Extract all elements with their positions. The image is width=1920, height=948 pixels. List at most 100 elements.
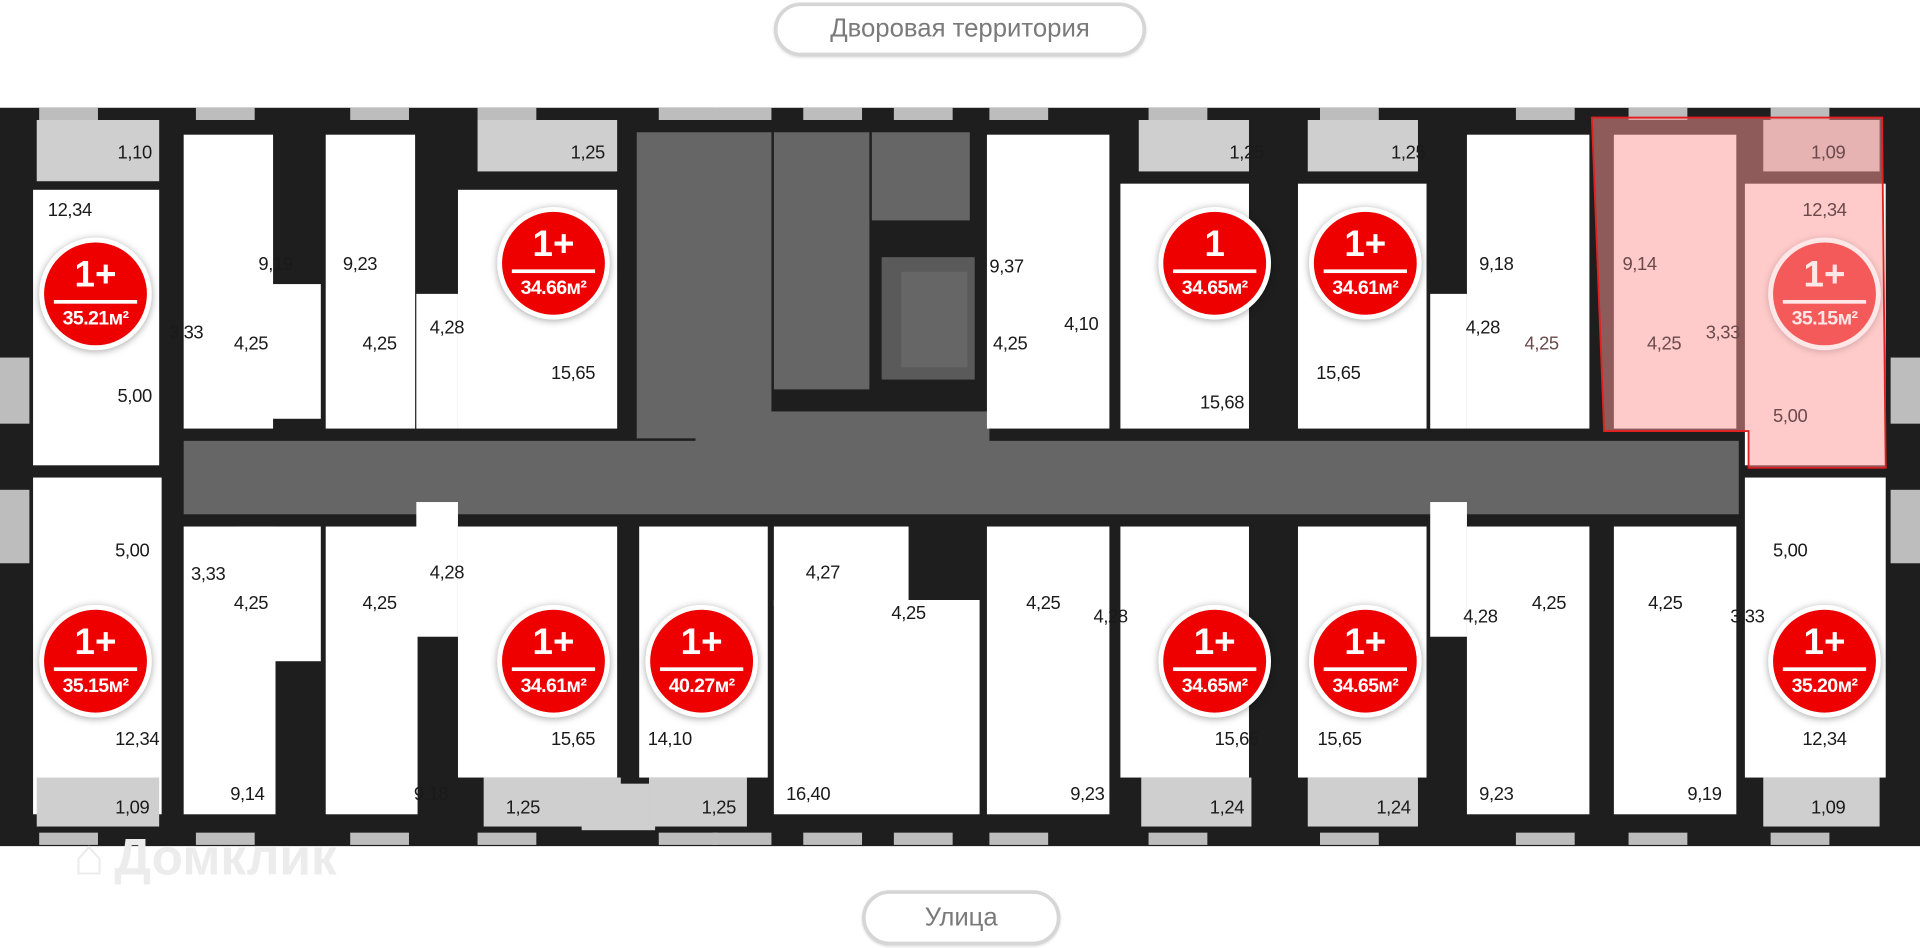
room — [325, 526, 418, 815]
window — [39, 832, 98, 845]
room-area-label: 1,24 — [1209, 797, 1245, 819]
apartment-badge[interactable]: 1+35.15м² — [39, 604, 152, 718]
apartment-badge[interactable]: 1+34.61м² — [497, 604, 610, 718]
window — [477, 107, 537, 121]
room — [1613, 134, 1737, 429]
room-area-label: 4,25 — [891, 603, 926, 624]
apartment-badge[interactable]: 1+34.66м² — [497, 206, 610, 320]
room-area-label: 9,18 — [1479, 254, 1514, 275]
window — [712, 107, 772, 121]
balcony — [1138, 120, 1249, 172]
window — [1320, 832, 1379, 845]
room-area-label: 16,40 — [786, 784, 831, 806]
apartment-type: 1+ — [1803, 254, 1846, 296]
room — [1613, 526, 1737, 815]
window — [350, 107, 409, 121]
apartment-badge[interactable]: 1+34.65м² — [1158, 604, 1272, 718]
window — [658, 832, 718, 845]
apartment-type: 1+ — [680, 622, 723, 663]
badge-divider — [53, 300, 138, 304]
apartment-type: 1+ — [1344, 224, 1387, 265]
window — [712, 832, 772, 845]
window — [350, 832, 409, 845]
apartment-badge[interactable]: 1+40.27м² — [645, 604, 758, 718]
room-area-label: 4,27 — [805, 562, 841, 584]
room-area-label: 1,25 — [1229, 142, 1264, 164]
window — [1770, 832, 1830, 845]
apartment-area: 34.65м² — [1181, 277, 1248, 299]
room-area-label: 9,37 — [989, 256, 1024, 278]
room-area-label: 15,65 — [550, 363, 596, 384]
badge-divider — [53, 667, 138, 672]
room — [1430, 293, 1467, 429]
room-area-label: 3,33 — [168, 322, 204, 344]
room-area-label: 1,25 — [1391, 142, 1426, 164]
window — [1628, 107, 1688, 121]
room-area-label: 5,00 — [115, 540, 150, 562]
apartment-badge[interactable]: 1+ 34.61м² — [1308, 206, 1422, 320]
room-area-label: 1,10 — [117, 142, 153, 164]
balcony — [1141, 777, 1252, 827]
room — [1430, 502, 1467, 637]
room-area-label: 4,25 — [362, 333, 397, 355]
badge-divider — [1173, 667, 1257, 672]
room — [1466, 134, 1590, 429]
room-area-label: 1,25 — [701, 797, 737, 819]
room-area-label: 9,18 — [413, 784, 449, 806]
room-area-label: 4,25 — [1026, 593, 1061, 615]
apartment-area: 35.21м² — [62, 308, 129, 330]
apartment-area: 34.66м² — [520, 277, 587, 299]
room-area-label: 4,25 — [1531, 593, 1567, 615]
room-area-label: 1,09 — [1811, 797, 1846, 819]
watermark: ⌂ Домклик — [73, 828, 336, 887]
room-area-label: 3,33 — [1730, 606, 1765, 628]
room-area-label: 4,28 — [1465, 317, 1501, 339]
room-area-label: 9,23 — [342, 254, 378, 275]
room-area-label: 1,24 — [1376, 797, 1411, 819]
balcony — [581, 783, 656, 831]
room-area-label: 9,19 — [1687, 784, 1722, 806]
room-area-label: 5,00 — [117, 386, 153, 408]
window — [658, 107, 718, 121]
room — [416, 293, 458, 429]
street-label: Улица — [862, 890, 1061, 946]
room — [900, 661, 974, 796]
room-area-label: 12,34 — [47, 200, 93, 222]
window — [195, 832, 255, 845]
apartment-area: 34.65м² — [1181, 675, 1248, 697]
house-logo-icon: ⌂ — [73, 827, 105, 886]
apartment-area: 35.15м² — [1791, 308, 1858, 330]
room-area-label: 9,14 — [1622, 254, 1657, 275]
room-area-label: 9,19 — [258, 254, 293, 275]
room-area-label: 9,23 — [1479, 784, 1514, 806]
room-area-label: 15,65 — [1317, 729, 1363, 751]
apartment-badge[interactable]: 1+34.65м² — [1308, 604, 1422, 718]
badge-divider — [660, 667, 744, 672]
room-area-label: 4,10 — [1064, 314, 1099, 335]
badge-divider — [1323, 269, 1407, 274]
room-area-label: 3,33 — [191, 563, 226, 585]
window — [1770, 107, 1830, 121]
balcony — [1763, 777, 1880, 827]
room — [986, 134, 1110, 429]
room-area-label: 12,34 — [1802, 200, 1847, 222]
room-area-label: 15,68 — [1199, 392, 1245, 414]
window — [477, 832, 537, 845]
room-area-label: 1,09 — [115, 797, 150, 819]
balcony — [1307, 777, 1418, 827]
window — [1148, 832, 1208, 845]
window — [803, 107, 863, 121]
room — [1466, 526, 1590, 815]
balcony — [36, 777, 160, 827]
badge-divider — [1173, 269, 1257, 274]
apartment-badge[interactable]: 1+35.21м² — [39, 237, 152, 351]
room-area-label: 4,25 — [233, 333, 269, 355]
apartment-badge[interactable]: 1+ 35.15м² — [1768, 237, 1881, 351]
apartment-area: 34.61м² — [1332, 277, 1399, 299]
apartment-type: 1+ — [74, 622, 117, 663]
apartment-badge[interactable]: 1+35.20м² — [1768, 604, 1881, 718]
badge-divider — [1782, 667, 1867, 672]
window — [893, 107, 953, 121]
